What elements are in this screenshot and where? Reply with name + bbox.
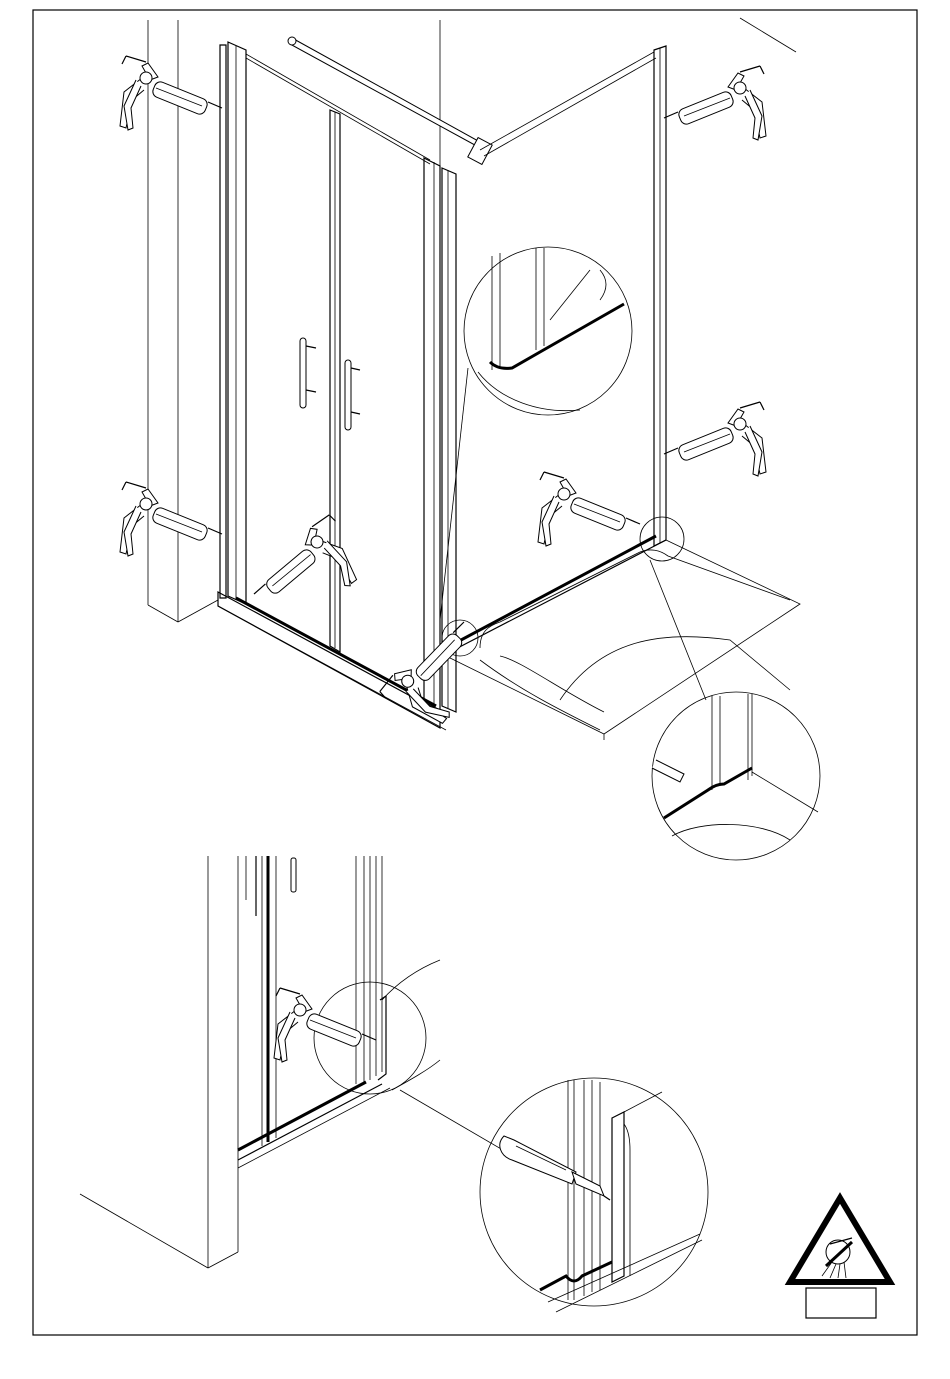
base-corner-detail (442, 517, 820, 860)
silicone-gun-icon (274, 988, 376, 1062)
shower-enclosure-sealing-overview (120, 18, 820, 860)
silicone-curing-warning (790, 1198, 890, 1318)
door-base-sealing-closeup (80, 856, 708, 1312)
silicone-gun-icon (664, 66, 766, 140)
profile-base-seal-detail (314, 982, 708, 1312)
silicone-gun-icon (378, 603, 485, 725)
shower-head-icon (822, 1238, 852, 1278)
door-handle-left (291, 858, 296, 892)
time-panel (806, 1288, 876, 1318)
door-handle-left (300, 338, 306, 408)
silicone-gun-icon (664, 402, 766, 476)
side-fixed-panel (440, 18, 796, 654)
silicone-gun-icon (538, 472, 640, 546)
door-handle-right (345, 360, 351, 430)
page-border (33, 10, 917, 1335)
silicone-gun-icon (120, 56, 222, 130)
stabilizer-bar (288, 37, 492, 164)
double-door-panels (218, 42, 456, 730)
shower-tray (446, 540, 800, 740)
silicone-gun-icon (120, 482, 222, 556)
